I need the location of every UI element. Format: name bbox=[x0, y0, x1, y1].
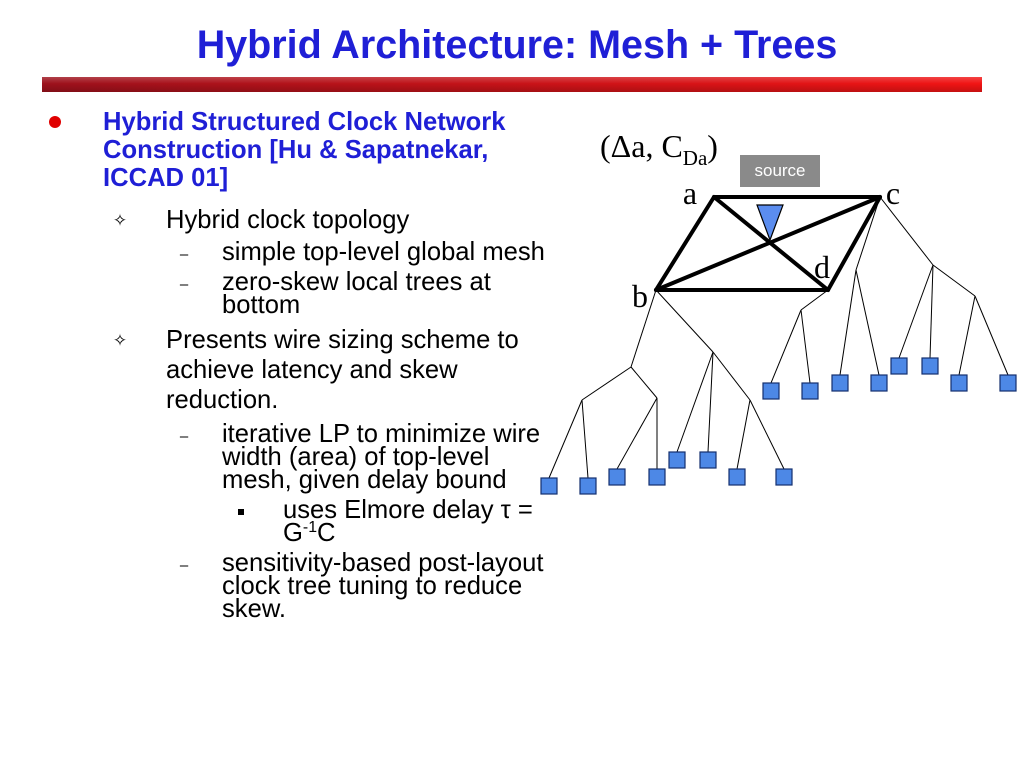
tree-wire bbox=[770, 309, 802, 384]
bullet-diamond: ✧ bbox=[112, 331, 128, 351]
clock-sink bbox=[870, 374, 888, 392]
tree-wire bbox=[958, 295, 976, 376]
formula-base: G bbox=[283, 519, 303, 547]
tree-wire bbox=[712, 351, 751, 401]
mesh-edge-a-d bbox=[712, 195, 830, 292]
clock-sink bbox=[890, 357, 908, 375]
clock-sink bbox=[668, 451, 686, 469]
local-clock-trees bbox=[540, 196, 1017, 495]
tree-wire bbox=[581, 399, 589, 479]
mesh-edge-a-b bbox=[654, 195, 716, 292]
tree-wire bbox=[898, 264, 934, 359]
tree-wire bbox=[655, 289, 714, 353]
clock-source-buffer bbox=[756, 204, 784, 242]
annotation-subscript: Da bbox=[683, 146, 708, 170]
bullet-text-level3: iterative LP to minimize wire width (are… bbox=[222, 420, 541, 494]
clock-sink bbox=[801, 382, 819, 400]
mesh-edge-c-d bbox=[826, 195, 882, 292]
formula-exponent: -1 bbox=[302, 519, 318, 537]
source-label: source bbox=[754, 161, 805, 180]
tree-wire bbox=[879, 196, 934, 266]
node-labels: a c d b bbox=[632, 175, 900, 314]
tree-wire bbox=[855, 269, 880, 376]
clock-sink bbox=[999, 374, 1017, 392]
node-label-a: a bbox=[683, 175, 697, 211]
node-label-c: c bbox=[886, 175, 900, 211]
bullet-dot bbox=[49, 116, 61, 128]
node-label-b: b bbox=[632, 278, 648, 314]
node-label-d: d bbox=[814, 249, 830, 285]
bullet-diamond: ✧ bbox=[112, 211, 128, 231]
clock-sink bbox=[648, 468, 666, 486]
bullet-text-level3: zero-skew local trees at bottom bbox=[222, 268, 491, 319]
clock-sink bbox=[699, 451, 717, 469]
tree-wire bbox=[800, 289, 829, 311]
bullet-text-level4: uses Elmore delay τ = G-1C bbox=[283, 496, 553, 547]
clock-sink bbox=[608, 468, 626, 486]
tree-wire bbox=[736, 399, 751, 470]
elmore-text: uses Elmore delay τ = bbox=[283, 496, 533, 524]
tree-wire bbox=[932, 264, 976, 297]
title-underline-bar bbox=[42, 77, 982, 92]
annotation-main: (Δa, C bbox=[600, 128, 683, 164]
clock-sink bbox=[775, 468, 793, 486]
mesh-edge-c-b bbox=[654, 195, 882, 292]
tree-wire bbox=[616, 397, 658, 470]
annotation-close: ) bbox=[707, 128, 718, 164]
clock-sink bbox=[831, 374, 849, 392]
clock-sink bbox=[950, 374, 968, 392]
tree-wire bbox=[707, 351, 714, 453]
bullet-text-level3: simple top-level global mesh bbox=[222, 238, 545, 266]
tree-wire bbox=[749, 399, 785, 470]
tree-wire bbox=[800, 309, 811, 384]
delay-capacitance-annotation: (Δa, CDa) bbox=[600, 128, 718, 170]
tree-wire bbox=[676, 351, 714, 453]
bullet-dash: – bbox=[179, 557, 189, 574]
tree-wire bbox=[630, 289, 657, 368]
tree-wire bbox=[630, 366, 658, 399]
tree-wire bbox=[929, 264, 934, 359]
tree-wire bbox=[974, 295, 1009, 376]
formula-tail: C bbox=[317, 519, 336, 547]
elmore-formula: G-1C bbox=[283, 519, 336, 547]
tree-wire bbox=[855, 196, 881, 271]
clock-sink bbox=[921, 357, 939, 375]
bullet-square bbox=[238, 509, 244, 515]
source-box bbox=[740, 155, 820, 187]
bullet-dash: – bbox=[179, 428, 189, 445]
clock-sink bbox=[762, 382, 780, 400]
bullet-dash: – bbox=[179, 276, 189, 293]
clock-sink bbox=[728, 468, 746, 486]
global-mesh bbox=[654, 195, 882, 292]
bullet-text-level2: Presents wire sizing scheme to achieve l… bbox=[166, 326, 519, 414]
bullet-text-level1: Hybrid Structured Clock Network Construc… bbox=[103, 108, 506, 192]
tree-wire bbox=[839, 269, 857, 376]
bullet-dash: – bbox=[179, 246, 189, 263]
tree-wire bbox=[581, 366, 632, 401]
slide-title: Hybrid Architecture: Mesh + Trees bbox=[196, 23, 838, 67]
bullet-text-level3: sensitivity-based post-layout clock tree… bbox=[222, 549, 544, 623]
clock-sink bbox=[579, 477, 597, 495]
bullet-text-level2: Hybrid clock topology bbox=[166, 206, 410, 234]
